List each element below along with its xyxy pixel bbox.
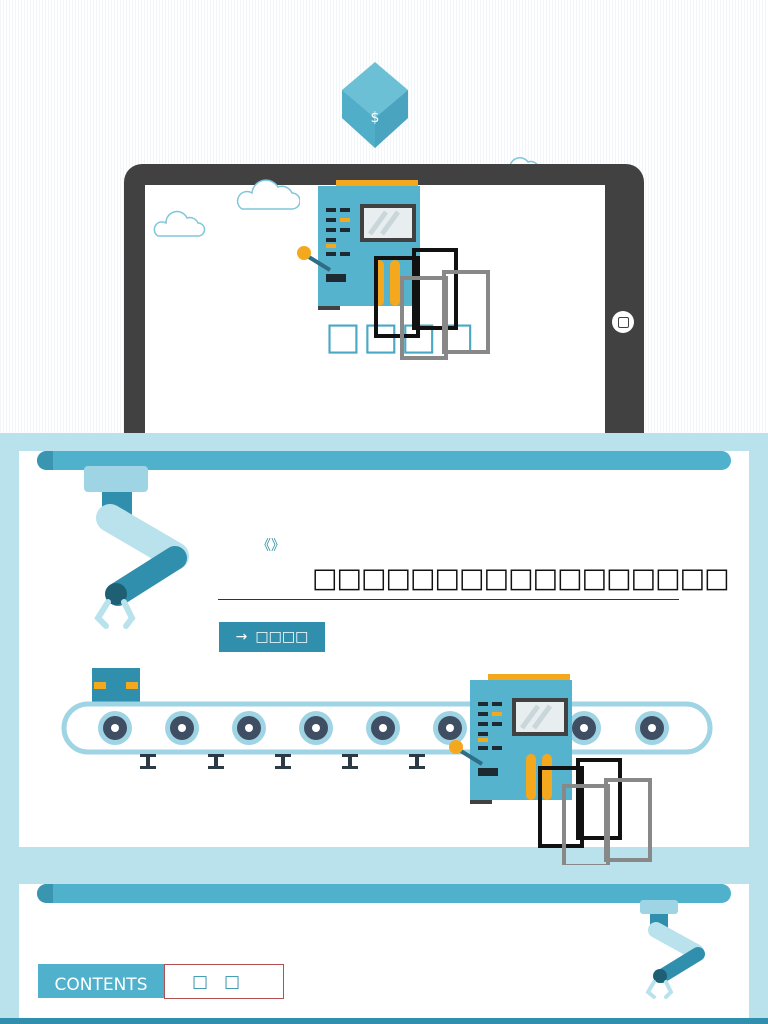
cloud-icon <box>236 179 300 210</box>
svg-text:$: $ <box>371 110 380 126</box>
slide-3-bottom-strip <box>0 1018 768 1024</box>
quote-mark: 《》 <box>257 538 285 554</box>
action-button-label: □□□□ <box>255 629 309 645</box>
roller-icon <box>312 724 320 732</box>
roller-icon <box>245 724 253 732</box>
slide-3-rail <box>37 884 731 903</box>
roller-icon <box>648 724 656 732</box>
cloud-icon <box>153 210 206 237</box>
roller-icon <box>178 724 186 732</box>
roller-icon <box>446 724 454 732</box>
action-button[interactable]: → □□□□ <box>219 622 325 652</box>
slide-2-rail <box>37 451 731 470</box>
contents-label: CONTENTS <box>38 964 164 998</box>
arrow-right-icon: → <box>235 629 248 645</box>
robot-arm-icon <box>84 466 189 629</box>
roller-icon <box>111 724 119 732</box>
cube-logo-icon: $ <box>342 62 408 148</box>
decorative-glyph-boxes <box>536 756 656 868</box>
roller-icon <box>580 724 588 732</box>
slide-3-panel <box>19 884 749 1024</box>
decorative-glyph-boxes <box>372 246 492 360</box>
machine-icon <box>449 674 572 804</box>
table-of-contents-heading: □□ <box>164 964 284 999</box>
slide-2-title: □□□□□□□□□□□□□□□□□ <box>312 563 730 594</box>
title-underline <box>218 599 679 600</box>
roller-icon <box>379 724 387 732</box>
robot-arm-icon <box>640 900 705 999</box>
tablet-home-button[interactable] <box>612 311 634 333</box>
